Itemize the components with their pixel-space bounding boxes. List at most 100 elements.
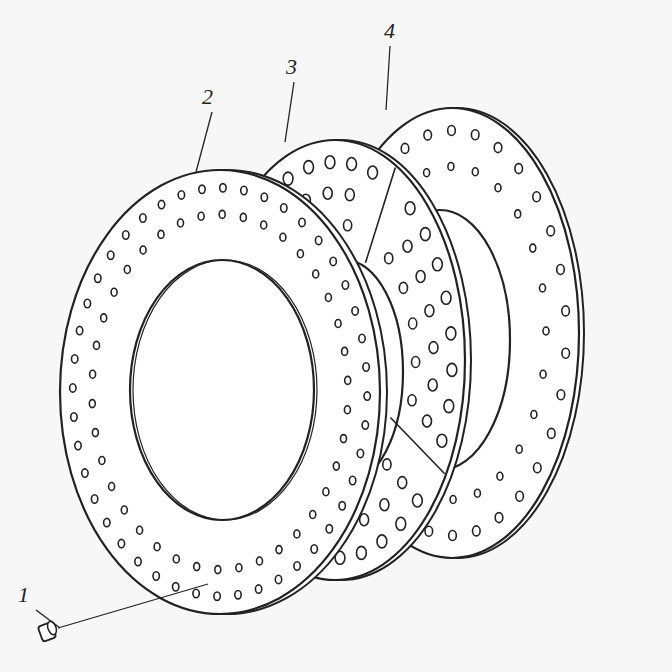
rivet-hole — [448, 163, 454, 171]
rivet-hole — [357, 449, 363, 457]
rivet-hole — [380, 499, 389, 511]
rivet-hole — [76, 326, 82, 334]
rivet-hole — [562, 348, 570, 358]
rivet-hole — [313, 270, 319, 278]
rivet-hole — [326, 525, 332, 533]
rivet-hole — [140, 214, 146, 222]
rivet-hole — [341, 435, 347, 443]
rivet-hole — [294, 562, 300, 570]
rivet-hole — [446, 327, 456, 340]
rivet-hole — [562, 306, 570, 316]
rivet-hole — [335, 320, 341, 328]
segment-split — [366, 168, 396, 263]
rivet-hole — [424, 169, 430, 177]
rivet-hole — [198, 212, 204, 220]
rivet-hole — [433, 258, 443, 271]
rivet-hole — [449, 531, 457, 541]
rivet-hole — [495, 513, 503, 523]
disc-2 — [60, 170, 387, 614]
rivet-hole — [158, 230, 164, 238]
rivet-hole — [261, 193, 267, 201]
rivet-hole — [547, 226, 555, 236]
rivet-hole — [333, 462, 339, 470]
rivet-hole — [124, 266, 130, 274]
rivet-hole — [215, 566, 221, 574]
rivet-hole — [173, 555, 179, 563]
rivet-hole — [323, 187, 332, 199]
rivet-hole — [339, 502, 345, 510]
rivet-hole — [428, 379, 437, 391]
rivet-hole — [323, 488, 329, 496]
rivet-hole — [385, 253, 393, 264]
rivet-hole — [420, 228, 430, 241]
rivet-hole — [401, 143, 409, 153]
rivet-hole — [399, 282, 407, 293]
rivet-hole — [178, 191, 184, 199]
rivet-hole — [543, 327, 549, 335]
rivet-hole — [398, 477, 407, 489]
rivet-hole — [345, 376, 351, 384]
rivet-hole — [193, 589, 199, 597]
rivet-hole — [95, 274, 101, 282]
rivet-hole — [199, 185, 205, 193]
rivet-hole — [137, 526, 143, 534]
rivet-hole — [364, 392, 370, 400]
rivet-hole — [178, 219, 184, 227]
rivet-hole — [91, 495, 97, 503]
rivet-hole — [416, 271, 425, 283]
rivet-hole — [219, 210, 225, 218]
rivet-hole — [516, 445, 522, 453]
rivet-hole — [540, 284, 546, 292]
rivet-hole — [548, 428, 556, 438]
segment-split — [390, 418, 444, 474]
rivet-hole — [294, 530, 300, 538]
rivet-hole — [261, 221, 267, 229]
rivet-hole — [214, 592, 220, 600]
rivet-hole — [362, 421, 368, 429]
rivet-hole — [408, 395, 416, 406]
rivet-hole — [347, 158, 357, 171]
rivet-hole — [531, 411, 537, 419]
rivet-hole — [71, 413, 77, 421]
rivet-hole — [413, 494, 423, 507]
rivet-hole — [383, 459, 391, 470]
callout-number: 2 — [200, 86, 215, 108]
rivet-hole — [534, 463, 542, 473]
rivet-hole — [342, 281, 348, 289]
rivet-hole — [108, 251, 114, 259]
rivet-hole — [515, 210, 521, 218]
rivet-hole — [70, 384, 76, 392]
rivet-hole — [121, 506, 127, 514]
leader-line — [36, 610, 60, 628]
rivet-hole — [557, 390, 565, 400]
rivet-hole — [409, 318, 417, 329]
rivet-hole — [423, 415, 432, 427]
rivet-hole — [280, 233, 286, 241]
rivet-hole — [90, 370, 96, 378]
rivet-hole — [425, 305, 434, 317]
rivet-hole — [235, 591, 241, 599]
rivet-hole — [497, 472, 503, 480]
rivet-hole — [403, 240, 412, 252]
rivet-hole — [220, 184, 226, 192]
callout-number: 1 — [16, 584, 31, 606]
rivet-hole — [516, 491, 524, 501]
rivet-hole — [154, 543, 160, 551]
rivet-hole — [368, 166, 378, 179]
rivet-hole — [450, 496, 456, 504]
rivet-hole — [494, 143, 502, 153]
rivet-hole — [173, 583, 179, 591]
rivet-hole — [495, 184, 501, 192]
callout-number: 3 — [284, 56, 299, 78]
leader-line — [196, 112, 212, 172]
rivet-hole — [311, 545, 317, 553]
rivet-hole — [75, 441, 81, 449]
callout-number: 4 — [382, 20, 397, 42]
rivet-hole — [118, 539, 124, 547]
rivet-hole — [304, 161, 314, 174]
rivet-hole — [349, 476, 355, 484]
rivet-hole — [515, 164, 523, 174]
rivet-hole — [363, 363, 369, 371]
